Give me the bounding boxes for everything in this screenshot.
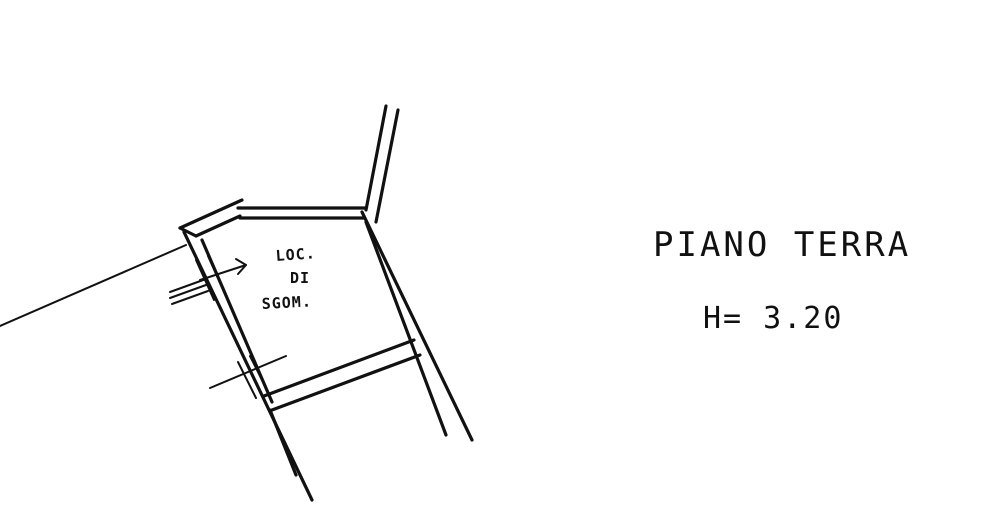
room-label-line1: LOC. xyxy=(275,244,316,265)
upper-wall xyxy=(364,104,400,224)
right-wall xyxy=(360,210,474,442)
room-label-line2: DI xyxy=(290,269,310,287)
floor-title: PIANO TERRA xyxy=(653,225,911,265)
door-marks xyxy=(209,355,287,399)
window-marks xyxy=(169,255,227,305)
entry-arrow-icon xyxy=(199,258,247,281)
partition-wall xyxy=(262,338,422,412)
top-wall xyxy=(178,198,368,238)
boundary-line xyxy=(0,244,187,327)
floor-height: H= 3.20 xyxy=(703,301,843,336)
room-label-line3: SGOM. xyxy=(261,292,312,313)
